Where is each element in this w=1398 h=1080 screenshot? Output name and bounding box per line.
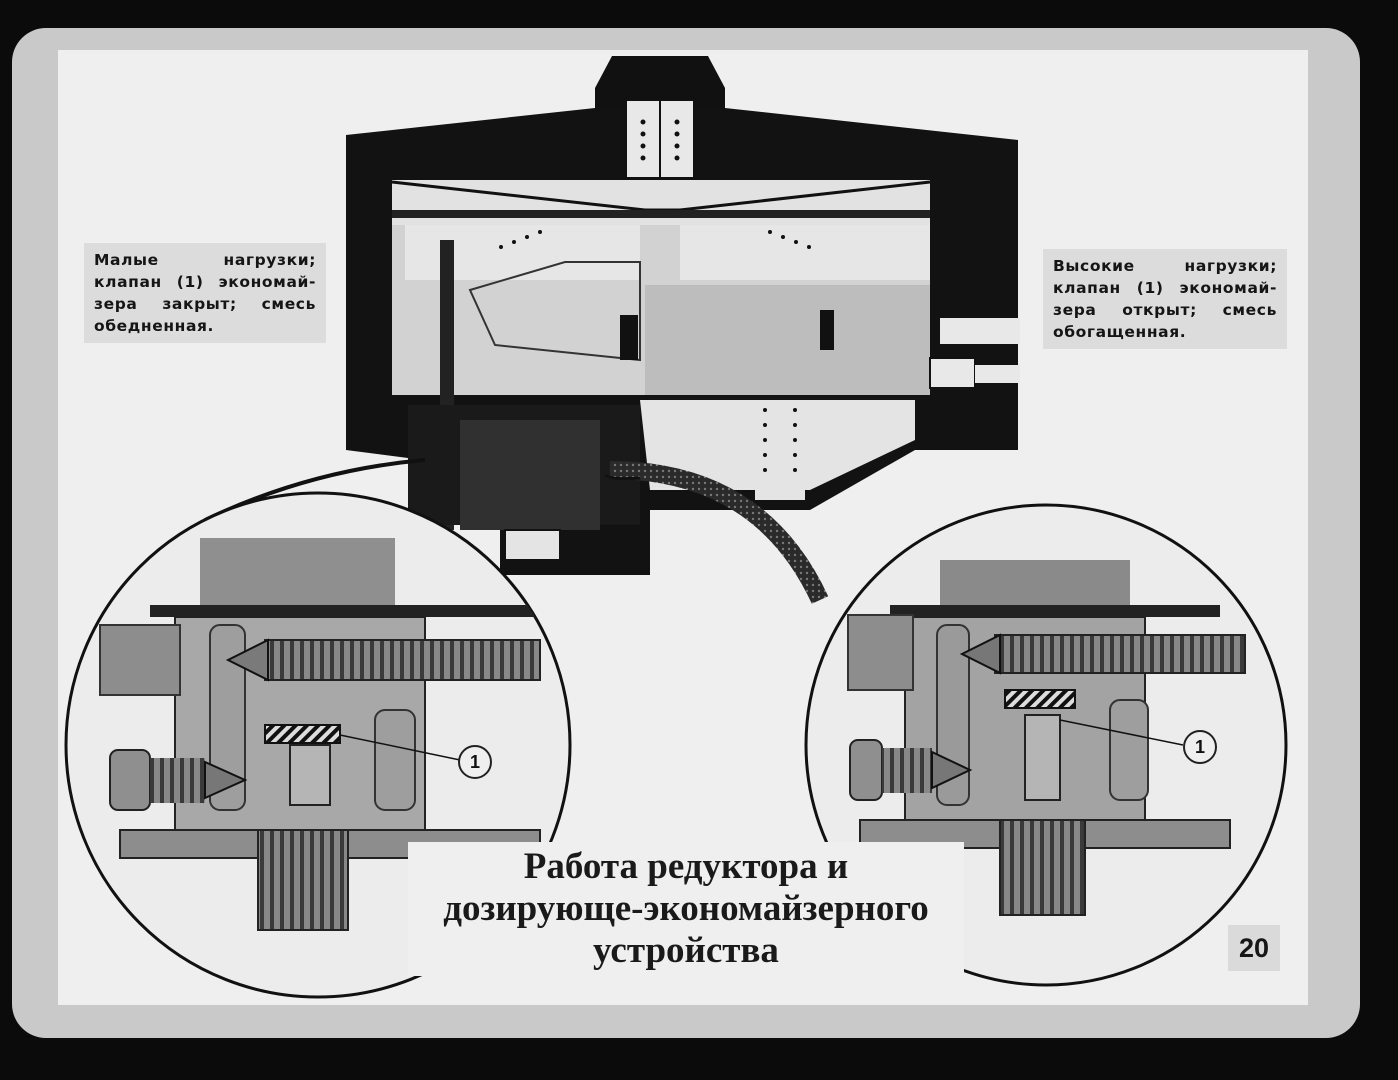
caption-right-line: обогащенная.: [1053, 323, 1187, 341]
caption-right-line: Высокие нагрузки;: [1053, 257, 1277, 275]
caption-left-line: Малые нагрузки;: [94, 251, 316, 269]
caption-high-load: Высокие нагрузки; клапан (1) экономай- з…: [1043, 249, 1287, 349]
caption-left-line: обедненная.: [94, 317, 215, 335]
slide-title-line: устройства: [593, 930, 779, 971]
callout-valve-1-left: 1: [458, 745, 492, 779]
caption-left-line: клапан (1) экономай-: [94, 273, 316, 291]
caption-low-load: Малые нагрузки; клапан (1) экономай- зер…: [84, 243, 326, 343]
reducer-housing: [346, 56, 1020, 575]
callout-valve-1-right: 1: [1183, 730, 1217, 764]
detail-circle-right: [804, 503, 1288, 987]
caption-right-line: клапан (1) экономай-: [1053, 279, 1277, 297]
slide-title-line: дозирующе-экономайзерного: [443, 888, 929, 929]
slide-title: Работа редуктора и дозирующе-экономайзер…: [408, 842, 964, 976]
caption-right-line: зера открыт; смесь: [1053, 301, 1277, 319]
slide-title-line: Работа редуктора и: [523, 846, 849, 887]
caption-left-line: зера закрыт; смесь: [94, 295, 316, 313]
page-number: 20: [1228, 925, 1280, 971]
